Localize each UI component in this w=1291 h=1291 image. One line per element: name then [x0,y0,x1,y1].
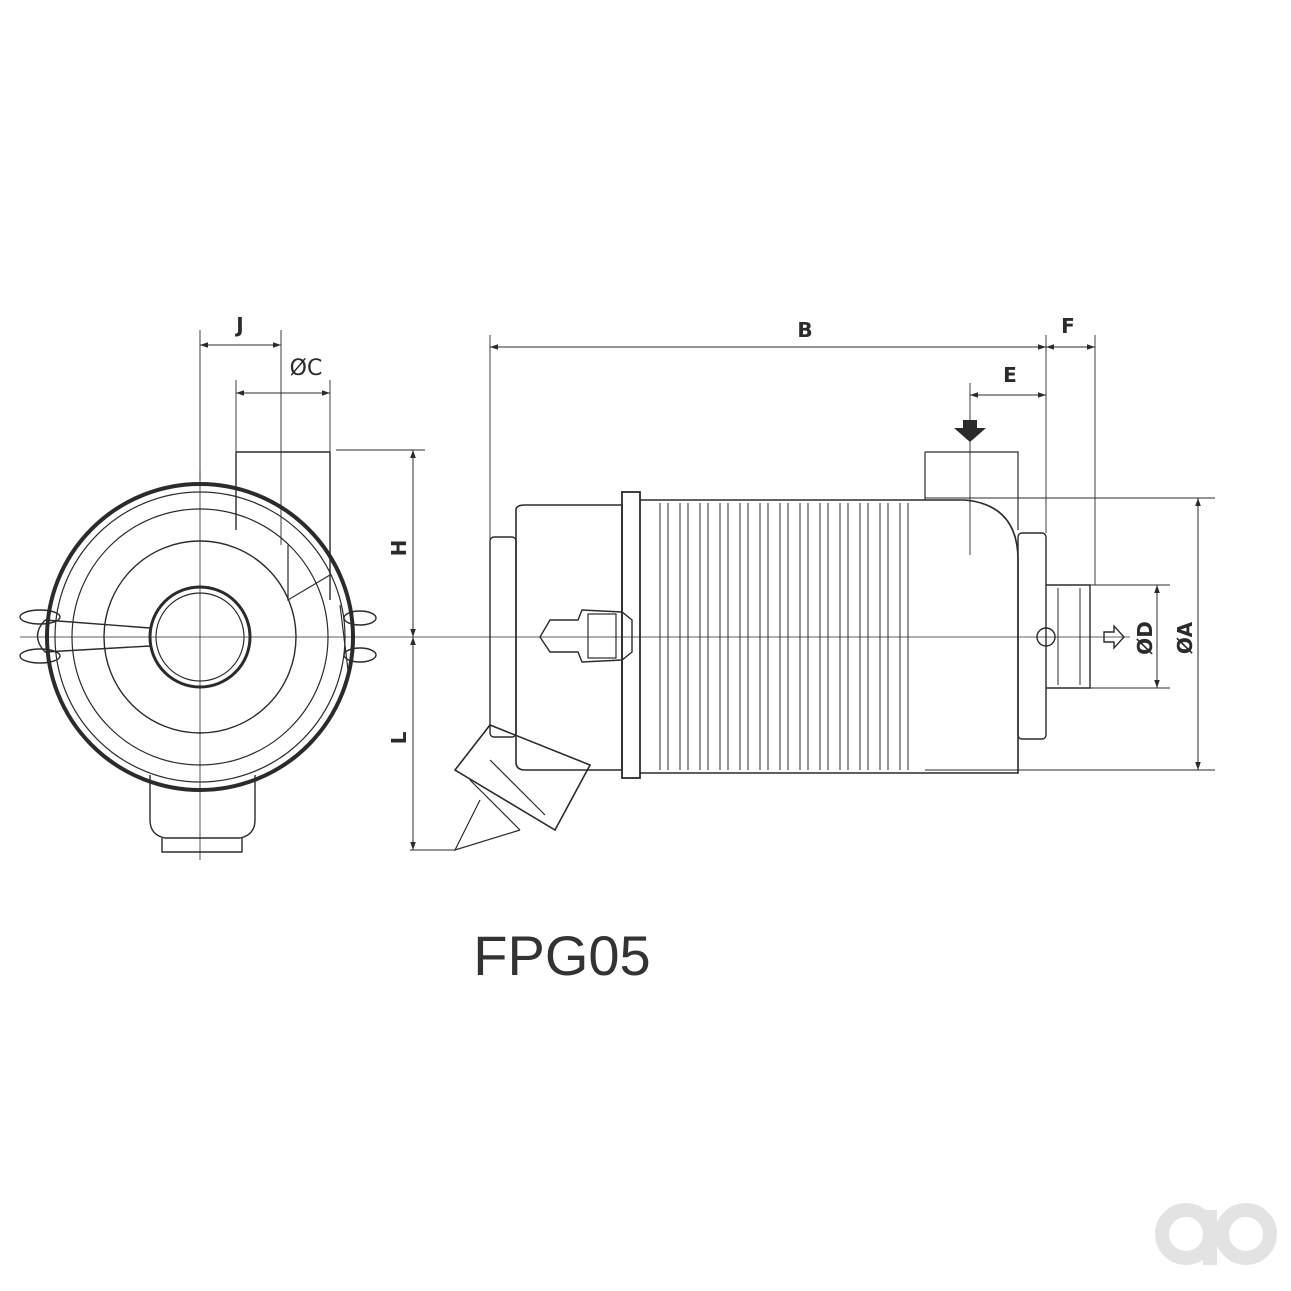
inlet-lip [287,545,331,602]
body-rib [839,503,849,770]
dust-valve-body [149,775,256,839]
body-rib [739,503,749,770]
body-rib [779,503,789,770]
body-outline [640,499,925,774]
body-rib [759,503,769,770]
clamp-right [339,604,377,671]
body-ribs [659,503,909,770]
dim-d-label: ØD [1133,621,1157,655]
dim-a-label: ØA [1173,621,1197,654]
dim-h-label: H [387,540,411,557]
body-rib [679,503,689,770]
body-rib [879,503,889,770]
outlet-tube [1046,584,1091,689]
body-rib [799,503,809,770]
end-cap [515,504,623,771]
outlet-head [925,499,1019,774]
body-rib [819,503,829,770]
pivot [1036,627,1056,647]
arrow-down-icon [954,420,986,442]
body-rib [699,503,709,770]
dust-valve [453,724,592,851]
body-rib [899,503,909,770]
latch [539,609,633,663]
dim-l-label: L [387,731,411,744]
model-label: FPG05 [473,924,650,987]
dim-j-label: J [234,313,243,337]
inlet-tube [235,451,331,600]
body-rib [659,503,669,770]
body-rib [719,503,729,770]
dim-b-label: B [797,318,812,342]
dim-c-label: ØC [290,356,323,381]
body-rib [859,503,869,770]
side-view [453,451,1091,851]
dim-e-label: E [1003,363,1017,387]
arrow-right-outline-icon [1103,624,1125,650]
dust-valve-lip [161,838,243,853]
side-inlet [924,451,1019,530]
flange [621,491,641,779]
dim-f-label: F [1061,314,1075,338]
end-view [19,451,1130,860]
outlet-ring [1017,532,1047,740]
outlet-tube-bead [1057,588,1081,685]
clamp-left [19,609,151,664]
brand-logo-icon [1155,1203,1277,1265]
dimensions: J ØC H L B F E ØD ØA [199,313,1215,851]
